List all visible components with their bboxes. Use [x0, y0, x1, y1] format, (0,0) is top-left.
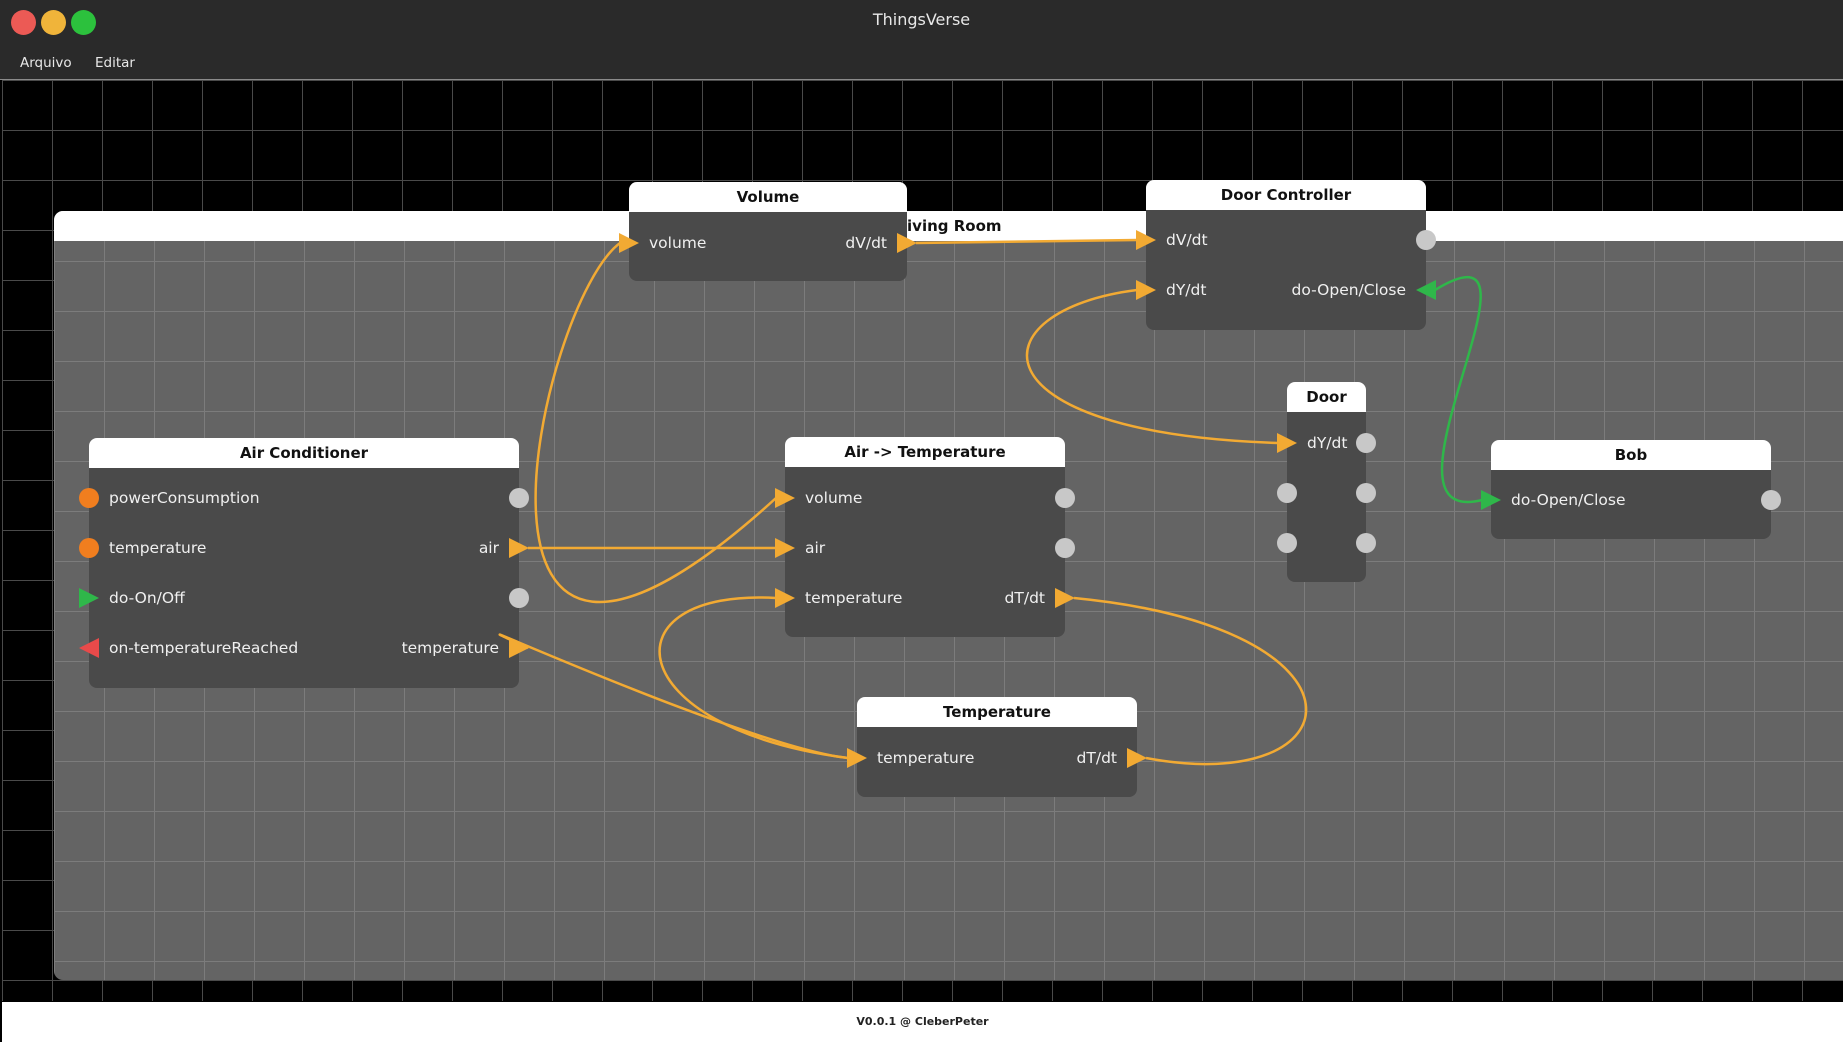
bob-left-port-0[interactable]: [1481, 490, 1501, 510]
port-label-temperature: temperature: [109, 539, 207, 557]
port-label-air: air: [805, 539, 826, 557]
port-label-do-on-off: do-On/Off: [109, 589, 185, 607]
door-controller-left-port-1[interactable]: [1136, 280, 1156, 300]
port-label-volume: volume: [805, 489, 863, 507]
air-conditioner-right-port-0[interactable]: [509, 488, 529, 508]
menu-editar[interactable]: Editar: [95, 55, 135, 71]
door-right-port-1[interactable]: [1356, 483, 1376, 503]
volume-right-port-0[interactable]: [897, 233, 917, 253]
node-door[interactable]: Door dY/dt: [1287, 382, 1366, 582]
menu-arquivo[interactable]: Arquivo: [20, 55, 72, 71]
door-controller-right-port-1[interactable]: [1416, 280, 1436, 300]
port-label-air: air: [478, 539, 499, 557]
node-title[interactable]: Air Conditioner: [89, 438, 519, 468]
port-label-temperature: temperature: [401, 639, 499, 657]
footer-version: V0.0.1 @ CleberPeter: [2, 1002, 1843, 1042]
port-label-dv-dt: dV/dt: [1166, 231, 1208, 249]
air-conditioner-left-port-0[interactable]: [79, 488, 99, 508]
volume-left-port-0[interactable]: [619, 233, 639, 253]
port-label-dy-dt: dY/dt: [1307, 434, 1348, 452]
port-label-temperature: temperature: [877, 749, 975, 767]
node-title[interactable]: Bob: [1491, 440, 1771, 470]
temperature-left-port-0[interactable]: [847, 748, 867, 768]
port-label-do-open-close: do-Open/Close: [1511, 491, 1626, 509]
door-right-port-0[interactable]: [1356, 433, 1376, 453]
minimize-window-button[interactable]: [41, 10, 66, 35]
node-bob[interactable]: Bob do-Open/Close: [1491, 440, 1771, 539]
door-left-port-1[interactable]: [1277, 483, 1297, 503]
air-conditioner-right-port-1[interactable]: [509, 538, 529, 558]
node-title[interactable]: Air -> Temperature: [785, 437, 1065, 467]
air-temperature-left-port-2[interactable]: [775, 588, 795, 608]
port-label-dv-dt: dV/dt: [845, 234, 887, 252]
port-label-do-open-close: do-Open/Close: [1291, 281, 1406, 299]
zoom-window-button[interactable]: [71, 10, 96, 35]
air-conditioner-left-port-3[interactable]: [79, 638, 99, 658]
menu-bar: Arquivo Editar: [0, 40, 1843, 80]
node-title[interactable]: Door Controller: [1146, 180, 1426, 210]
air-temperature-right-port-0[interactable]: [1055, 488, 1075, 508]
bob-right-port-0[interactable]: [1761, 490, 1781, 510]
air-temperature-left-port-0[interactable]: [775, 488, 795, 508]
air-conditioner-left-port-1[interactable]: [79, 538, 99, 558]
door-controller-left-port-0[interactable]: [1136, 230, 1156, 250]
room-title[interactable]: Living Room: [54, 211, 1843, 241]
door-left-port-2[interactable]: [1277, 533, 1297, 553]
app-title: ThingsVerse: [872, 10, 971, 29]
close-window-button[interactable]: [11, 10, 36, 35]
air-temperature-right-port-1[interactable]: [1055, 538, 1075, 558]
door-left-port-0[interactable]: [1277, 433, 1297, 453]
door-controller-right-port-0[interactable]: [1416, 230, 1436, 250]
air-conditioner-left-port-2[interactable]: [79, 588, 99, 608]
node-title[interactable]: Volume: [629, 182, 907, 212]
air-conditioner-right-port-3[interactable]: [509, 638, 529, 658]
port-label-on-temperaturereached: on-temperatureReached: [109, 639, 299, 657]
port-label-powerconsumption: powerConsumption: [109, 489, 260, 507]
temperature-right-port-0[interactable]: [1127, 748, 1147, 768]
node-air-conditioner[interactable]: Air Conditioner powerConsumption temperatu…: [89, 438, 519, 688]
door-right-port-2[interactable]: [1356, 533, 1376, 553]
air-conditioner-right-port-2[interactable]: [509, 588, 529, 608]
title-bar: ThingsVerse: [0, 0, 1843, 40]
air-temperature-left-port-1[interactable]: [775, 538, 795, 558]
port-label-dt-dt: dT/dt: [1004, 589, 1045, 607]
node-title[interactable]: Door: [1287, 382, 1366, 412]
air-temperature-right-port-2[interactable]: [1055, 588, 1075, 608]
